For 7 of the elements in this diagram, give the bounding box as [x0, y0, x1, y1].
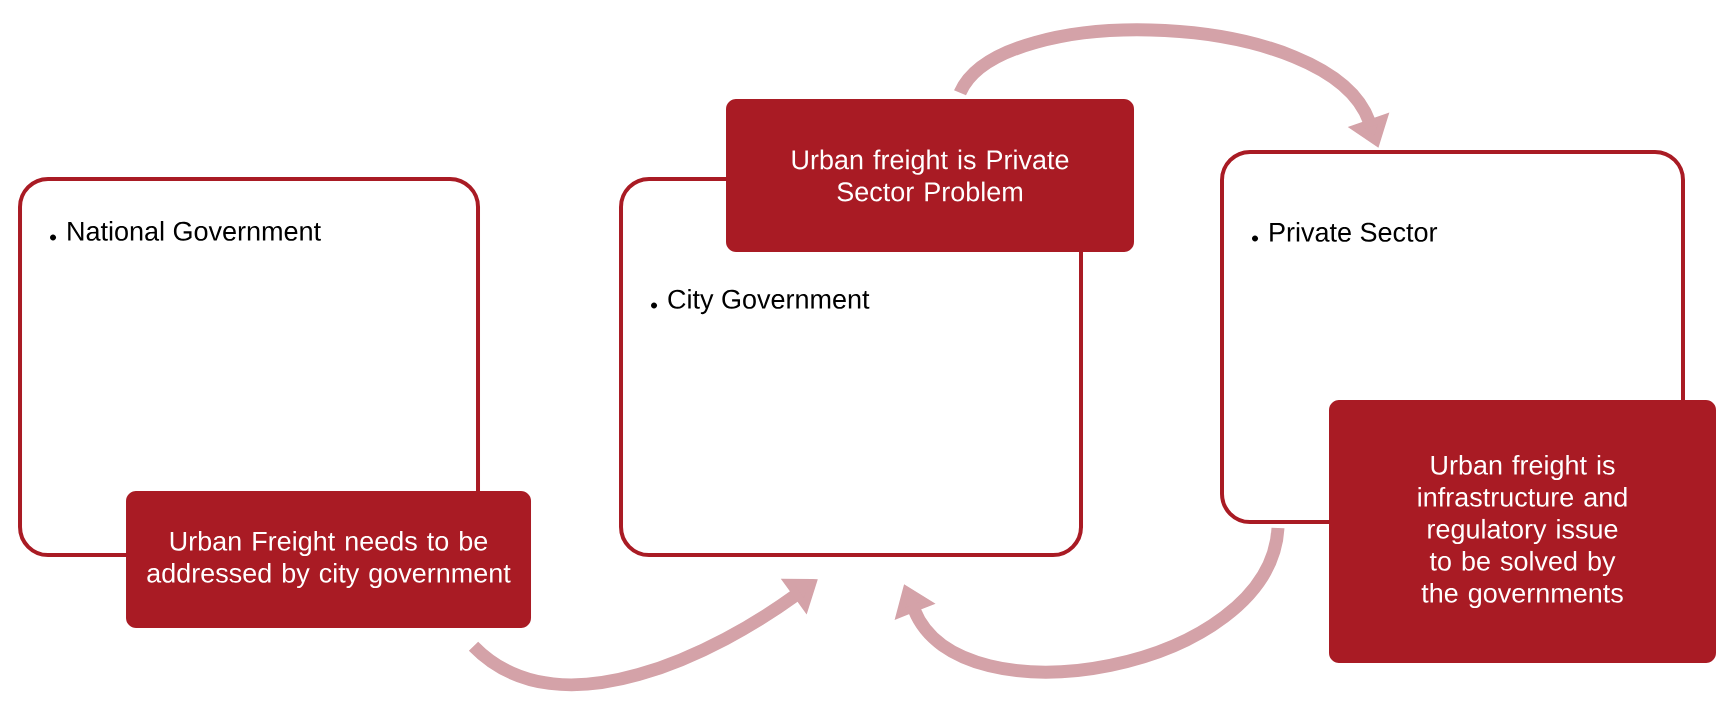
label-box: Urban freight is infrastructure and regulatory issue to be solved by the governments — [1329, 400, 1716, 663]
curved-arrow — [894, 526, 1285, 678]
node-text: City Government — [668, 289, 870, 315]
label-box: Urban Freight needs to be addressed by city government — [126, 491, 531, 628]
node-text: National Government — [68, 221, 321, 241]
node-text: Private Sector — [1270, 222, 1438, 242]
label-box: Urban freight is Private Sector Problem — [726, 99, 1134, 252]
